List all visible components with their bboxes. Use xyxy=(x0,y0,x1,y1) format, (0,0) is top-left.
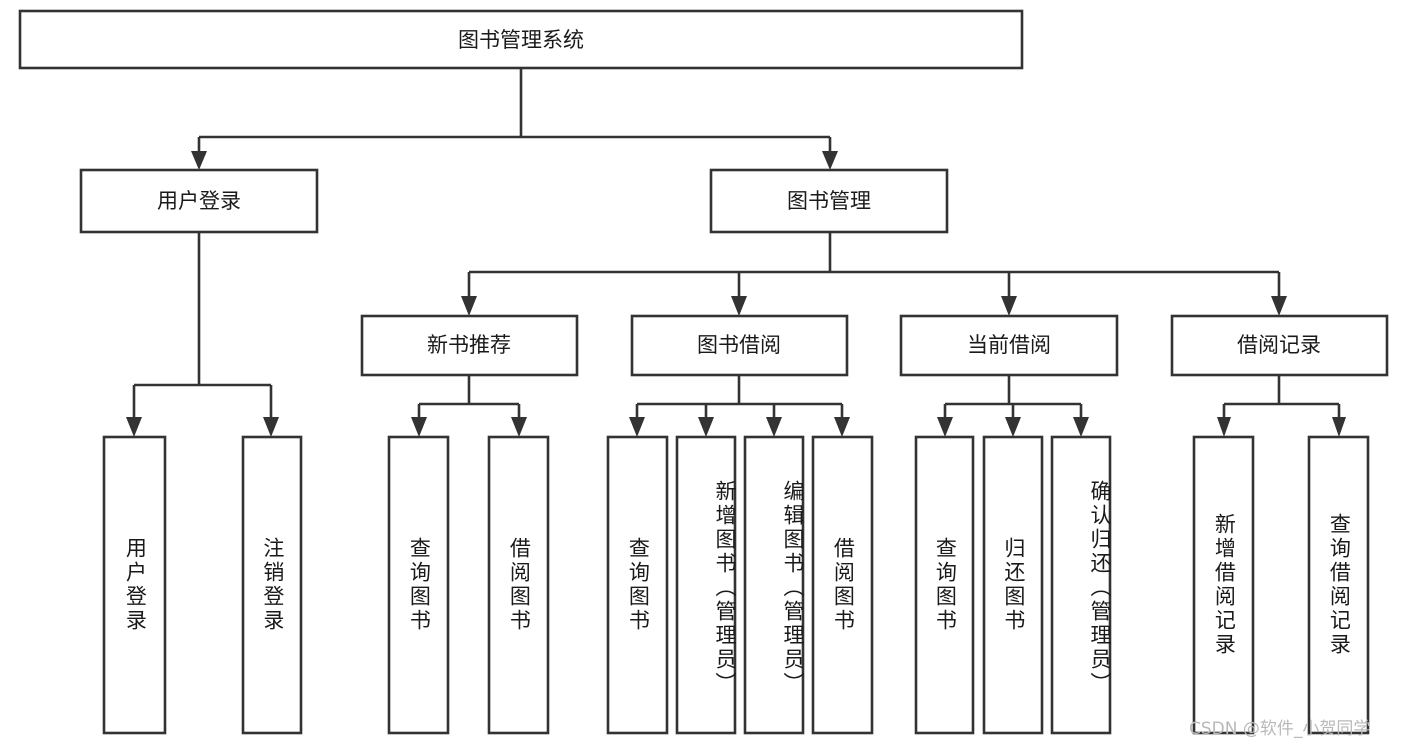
arrow-head-current-borrow xyxy=(1001,296,1017,316)
node-leaf-borrow-book-1[interactable] xyxy=(487,435,550,735)
node-book-manage[interactable] xyxy=(709,168,949,234)
label-user-login: 用户登录 xyxy=(157,189,241,213)
arrow-head-book-borrow xyxy=(731,296,747,316)
arrow-head-user-login xyxy=(191,151,207,170)
label-book-borrow: 图书借阅 xyxy=(697,333,781,357)
node-new-book-recommend[interactable] xyxy=(360,314,579,377)
arrow-head-leaf-confirm-return xyxy=(1073,417,1089,437)
connector-group-borrow-record xyxy=(1217,375,1346,437)
arrow-head-leaf-query-book-2 xyxy=(629,417,645,437)
label-root: 图书管理系统 xyxy=(458,28,584,52)
arrow-head-leaf-edit-book xyxy=(766,417,782,437)
node-current-borrow[interactable] xyxy=(899,314,1119,377)
node-leaf-borrow-book-2[interactable] xyxy=(811,435,874,735)
node-leaf-edit-book[interactable] xyxy=(743,435,805,735)
arrow-head-leaf-borrow-book-1 xyxy=(511,417,527,437)
label-current-borrow: 当前借阅 xyxy=(967,333,1051,357)
node-leaf-query-book-1[interactable] xyxy=(387,435,450,735)
node-leaf-query-book-2[interactable] xyxy=(606,435,669,735)
label-borrow-record: 借阅记录 xyxy=(1237,333,1321,357)
node-leaf-add-record[interactable] xyxy=(1192,435,1255,735)
arrow-head-new-book-recommend xyxy=(461,296,477,316)
label-new-book-recommend: 新书推荐 xyxy=(427,333,511,357)
node-root[interactable] xyxy=(18,9,1024,70)
arrow-head-leaf-query-record xyxy=(1332,417,1346,437)
arrow-head-leaf-return-book xyxy=(1005,417,1021,437)
node-leaf-query-record[interactable] xyxy=(1307,435,1370,735)
arrow-head-borrow-record xyxy=(1271,296,1287,316)
connector-group-book-borrow xyxy=(629,375,850,437)
arrow-head-leaf-logout-login xyxy=(263,417,279,437)
connector-group-current-borrow xyxy=(937,375,1089,437)
arrow-head-leaf-query-book-3 xyxy=(937,417,953,437)
connector-group-book-manage xyxy=(461,232,1287,316)
arrow-head-book-manage xyxy=(822,151,838,170)
node-leaf-add-book[interactable] xyxy=(675,435,737,735)
arrow-head-leaf-query-book-1 xyxy=(411,417,427,437)
label-book-manage: 图书管理 xyxy=(787,189,871,213)
node-user-login[interactable] xyxy=(79,168,319,234)
arrow-head-leaf-user-login xyxy=(126,417,142,437)
node-leaf-logout-login[interactable] xyxy=(241,435,303,735)
node-book-borrow[interactable] xyxy=(630,314,849,377)
node-leaf-user-login[interactable] xyxy=(102,435,167,735)
node-leaf-query-book-3[interactable] xyxy=(914,435,975,735)
node-borrow-record[interactable] xyxy=(1170,314,1389,377)
node-leaf-confirm-return[interactable] xyxy=(1050,435,1112,735)
arrow-head-leaf-borrow-book-2 xyxy=(834,417,850,437)
connector-group-user-login xyxy=(126,232,279,437)
arrow-head-leaf-add-book xyxy=(698,417,714,437)
connector-group-root xyxy=(191,68,838,170)
arrow-head-leaf-add-record xyxy=(1217,417,1231,437)
connector-group-new-book-recommend xyxy=(411,375,527,437)
node-leaf-return-book[interactable] xyxy=(982,435,1044,735)
